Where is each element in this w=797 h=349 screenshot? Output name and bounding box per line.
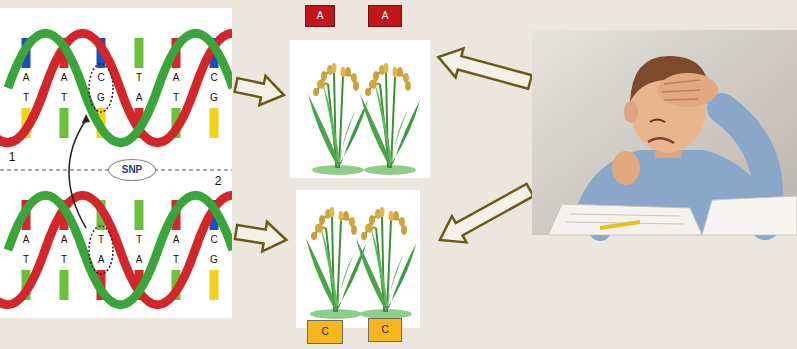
node-text: C — [321, 327, 328, 337]
base-letter: A — [23, 233, 30, 247]
plant-panel-top — [290, 40, 430, 178]
base-letter: A — [98, 253, 105, 267]
base-letter: T — [61, 91, 67, 105]
node-text: SNP — [122, 165, 143, 175]
hollow-arrow-part — [233, 70, 287, 109]
base-letter: A — [136, 91, 143, 105]
frustrated-boy-photo-part — [612, 151, 640, 185]
dna-helix-1-part — [210, 108, 219, 138]
hollow-arrow-part — [433, 177, 538, 253]
plant-panel-bottom-part — [296, 190, 420, 328]
hollow-arrow-part — [434, 43, 534, 97]
base-letter: T — [98, 233, 104, 247]
frustrated-boy-photo-part — [648, 138, 674, 143]
frustrated-boy-photo-part — [532, 30, 797, 235]
node-text: A — [382, 11, 389, 21]
base-letter: A — [173, 233, 180, 247]
snp-arrow — [69, 120, 86, 228]
hollow-arrow-part — [234, 217, 289, 255]
trait-box: A — [368, 5, 402, 27]
base-letter: C — [97, 71, 104, 85]
frustrated-boy-photo-part — [600, 222, 640, 228]
dna-helix-1 — [0, 33, 232, 143]
base-letter: T — [61, 253, 67, 267]
dna-helix-2-part — [210, 270, 219, 300]
base-letter: T — [23, 91, 29, 105]
dna-helix-1-part — [135, 38, 144, 68]
trait-box: C — [307, 320, 343, 344]
frustrated-boy-photo-part — [702, 196, 797, 235]
base-letter: A — [61, 71, 68, 85]
plant-panel-bottom-part — [356, 207, 416, 319]
frustrated-boy-photo-part — [658, 73, 718, 107]
trait-box: A — [305, 5, 335, 27]
base-letter: T — [173, 253, 179, 267]
dna-helix-2-part — [135, 200, 144, 230]
dna-helix-1-part — [60, 108, 69, 138]
plant-panel-top-part — [360, 63, 420, 175]
trait-box: C — [368, 318, 402, 342]
base-letter: T — [136, 71, 142, 85]
base-letter: A — [136, 253, 143, 267]
strand-number: 1 — [9, 150, 16, 164]
snp-circle — [89, 64, 113, 112]
node-text: A — [317, 11, 324, 21]
plant-panel-bottom-part — [306, 207, 366, 319]
base-letter: G — [97, 91, 105, 105]
frustrated-boy-photo-part — [548, 204, 702, 235]
strand-number: 2 — [215, 174, 222, 188]
frustrated-boy-photo — [532, 30, 797, 235]
frustrated-boy-photo-part — [650, 120, 665, 123]
frustrated-boy-photo-part — [624, 101, 638, 123]
plant-panel-top-part — [290, 40, 430, 178]
base-letter: G — [210, 91, 218, 105]
base-letter: A — [23, 71, 30, 85]
plant-panel-bottom — [296, 190, 420, 328]
base-letter: T — [23, 253, 29, 267]
snp-circle — [89, 226, 113, 274]
base-letter: C — [210, 233, 217, 247]
base-letter: T — [136, 233, 142, 247]
dna-panel — [0, 8, 270, 318]
frustrated-boy-photo-part — [662, 80, 700, 100]
base-letter: A — [173, 71, 180, 85]
dna-helix-2-part — [60, 270, 69, 300]
dna-helix-2 — [0, 195, 232, 305]
node-text: C — [381, 325, 388, 335]
snp-arrowhead — [82, 114, 90, 123]
base-letter: A — [61, 233, 68, 247]
dna-helix-1-part — [0, 88, 45, 143]
dna-helix-1-part — [0, 33, 232, 143]
hollow-arrow — [233, 43, 537, 255]
snp-ellipse: SNP — [108, 159, 156, 181]
plant-panel-top-part — [308, 63, 368, 175]
base-letter: G — [210, 253, 218, 267]
base-letter: T — [173, 91, 179, 105]
dna-helix-2-part — [8, 195, 232, 305]
dna-helix-2-part — [0, 195, 232, 305]
base-letter: C — [210, 71, 217, 85]
